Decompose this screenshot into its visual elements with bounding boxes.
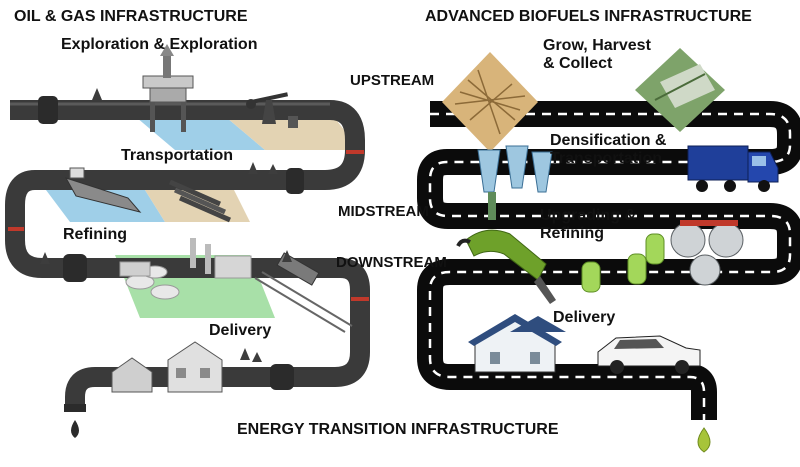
oil-drop-icon [71, 420, 79, 438]
upstream-label: UPSTREAM [350, 72, 435, 89]
upgrading-line2: Refining [540, 225, 604, 242]
grow-harvest-line2: & Collect [543, 55, 613, 72]
oil-tanker-icon [64, 167, 142, 213]
truck-icon [687, 145, 779, 192]
upstream-ground-patch [220, 112, 360, 150]
refining-label: Refining [63, 226, 127, 243]
grow-harvest-line1: Grow, Harvest [543, 37, 651, 54]
biofuels-road [417, 48, 800, 453]
oil-gas-pipeline [5, 44, 370, 438]
grow-harvest-label: Grow, Harvest & Collect [543, 37, 653, 73]
upgrading-label: Upgrading & Refining [540, 207, 660, 243]
fuel-nozzle-icon [456, 229, 556, 304]
pipe-valve [63, 254, 87, 282]
pumpjack-icon [246, 92, 298, 128]
densification-line1: Densification & [550, 132, 667, 149]
delivery-label-left: Delivery [209, 322, 272, 339]
densification-line2: Transportation [550, 150, 663, 167]
oil-gas-title: OIL & GAS INFRASTRUCTURE [14, 8, 248, 25]
exploration-label: Exploration & Exploration [61, 36, 258, 53]
footer-title: ENERGY TRANSITION INFRASTRUCTURE [237, 421, 559, 438]
car-icon [597, 335, 701, 374]
pipe-stack-icon [168, 179, 232, 223]
biofuels-title: ADVANCED BIOFUELS INFRASTRUCTURE [425, 8, 752, 25]
houses-icon [111, 341, 223, 393]
upgrading-line1: Upgrading & [540, 207, 636, 224]
pipe-valve [38, 96, 58, 124]
midstream-label: MIDSTREAM [338, 203, 429, 220]
house-icon [468, 314, 566, 373]
delivery-label-right: Delivery [553, 309, 616, 326]
refinery-icon [119, 238, 252, 300]
transportation-label: Transportation [121, 147, 234, 164]
gas-cylinders-icon [581, 233, 665, 293]
reactor-vessels-icon [670, 220, 744, 286]
biomass-straw-image [442, 52, 538, 152]
offshore-rig-icon [142, 44, 194, 132]
farm-aerial-image [635, 48, 725, 132]
biofuel-drop-icon [697, 427, 711, 453]
tree-icons [40, 88, 292, 362]
downstream-label: DOWNSTREAM [336, 254, 447, 271]
densification-label: Densification & Transportation [550, 132, 690, 168]
pipe-valve [270, 364, 294, 390]
densification-cyclones-icon [477, 145, 553, 220]
pipe-valve [286, 168, 304, 194]
